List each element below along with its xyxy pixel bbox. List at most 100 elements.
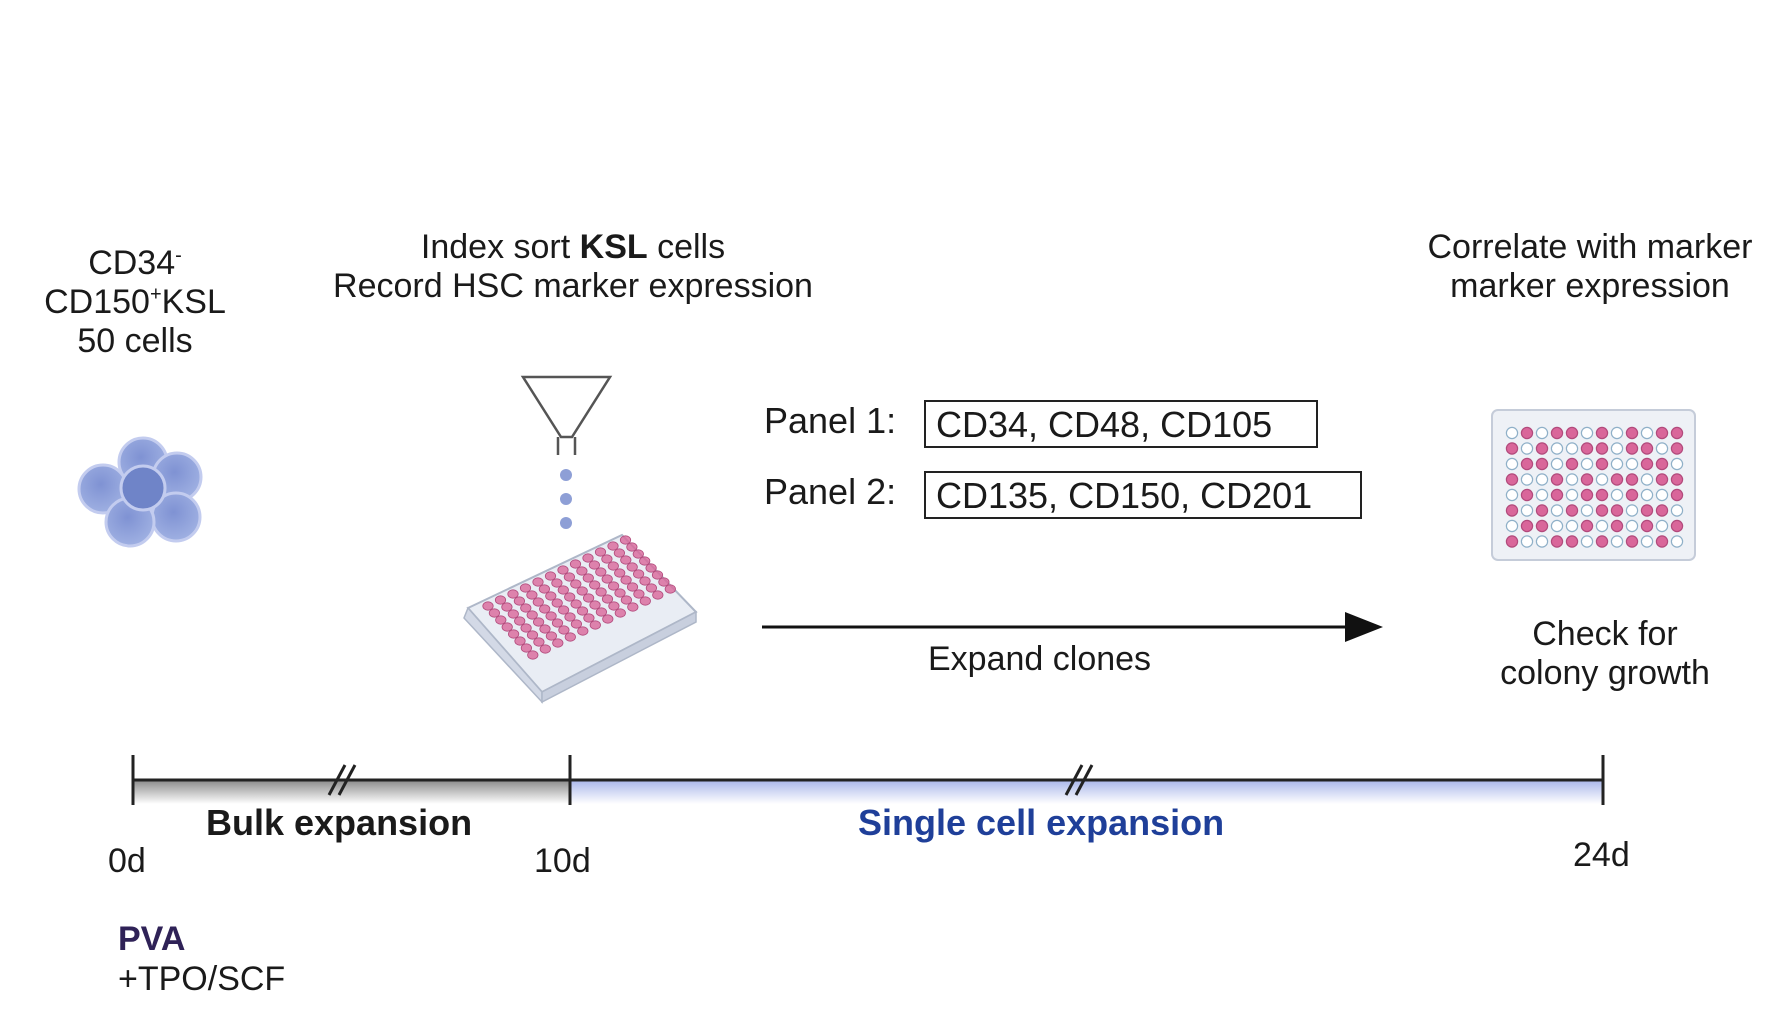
sort-plate-well	[595, 607, 608, 617]
sort-plate-well	[607, 541, 619, 551]
result-well-empty	[1535, 535, 1549, 548]
bulk-expansion-label: Bulk expansion	[206, 802, 473, 843]
sort-plate-well	[614, 588, 626, 598]
check-growth-label: Check for colony growth	[1470, 615, 1740, 693]
sort-plate-well	[557, 585, 569, 595]
sort-plate-well	[614, 568, 626, 578]
result-well-positive	[1505, 442, 1519, 455]
sort-plate-well	[589, 600, 601, 610]
result-well-empty	[1520, 504, 1534, 517]
result-well-positive	[1655, 426, 1669, 440]
result-well-empty	[1670, 535, 1684, 548]
sort-plate-well	[626, 562, 638, 572]
check-line1: Check for	[1532, 615, 1678, 653]
result-well-positive	[1670, 442, 1684, 455]
sort-plate-well	[601, 594, 614, 604]
sort-plate-well	[613, 548, 626, 558]
sort-plate-well	[595, 587, 607, 597]
sort-plate-well	[570, 619, 583, 629]
result-well-empty	[1595, 519, 1609, 533]
sort-plate-well	[501, 602, 513, 612]
result-well-positive	[1655, 504, 1669, 517]
sort-plate-well	[564, 612, 576, 622]
result-well-positive	[1670, 488, 1684, 502]
result-well-positive	[1640, 504, 1654, 517]
sort-plate-well	[494, 595, 507, 605]
index-line1b: cells	[647, 228, 726, 266]
tick-label-mid: 10d	[534, 842, 591, 880]
result-well-empty	[1505, 426, 1519, 440]
sort-plate-well	[594, 547, 607, 557]
sort-plate-well	[576, 586, 588, 596]
sort-plate-well	[564, 632, 576, 642]
result-well-positive	[1670, 519, 1684, 533]
result-well-empty	[1625, 457, 1639, 471]
sort-plate-well	[595, 567, 607, 577]
result-well-empty	[1520, 442, 1534, 455]
cell-cluster-icon	[77, 436, 203, 548]
result-well-positive	[1580, 473, 1594, 486]
medium-name: PVA	[118, 920, 186, 958]
sort-plate-well	[507, 609, 519, 619]
result-well-positive	[1550, 426, 1564, 440]
timeline-axis	[131, 755, 1605, 805]
start-line1: CD34	[88, 244, 176, 282]
sort-plate-well	[544, 571, 557, 581]
sort-plate-well	[557, 565, 569, 575]
sort-plate-well	[545, 591, 557, 601]
sort-plate-well	[601, 574, 613, 584]
result-well-empty	[1655, 519, 1669, 533]
result-well-positive	[1520, 457, 1534, 471]
sort-plate-well	[539, 604, 551, 614]
result-well-positive	[1535, 442, 1549, 455]
sort-plate-well	[538, 584, 551, 594]
result-well-positive	[1505, 535, 1519, 548]
index-sort-label: Index sort KSL cells Record HSC marker e…	[283, 228, 863, 306]
result-well-positive	[1580, 442, 1594, 455]
result-well-positive	[1550, 473, 1564, 486]
sort-plate-well	[607, 581, 620, 591]
result-well-empty	[1565, 442, 1579, 455]
result-well-positive	[1625, 488, 1639, 502]
result-well-empty	[1580, 535, 1594, 548]
result-well-positive	[1655, 535, 1669, 548]
result-well-empty	[1520, 473, 1534, 486]
panel2-label: Panel 2:	[764, 471, 897, 512]
start-line2a: CD150	[44, 283, 150, 322]
result-well-empty	[1550, 504, 1564, 517]
sort-plate-well	[633, 589, 645, 599]
result-well-empty	[1595, 473, 1609, 486]
tick-label-start: 0d	[108, 842, 146, 880]
sort-plate-well	[520, 603, 532, 613]
result-well-positive	[1595, 457, 1609, 471]
result-well-positive	[1655, 473, 1669, 486]
sort-plate-well	[558, 625, 570, 635]
correlate-label: Correlate with marker marker expression	[1395, 228, 1783, 306]
check-line2: colony growth	[1500, 654, 1710, 693]
expand-clones-label: Expand clones	[928, 640, 1152, 678]
sort-plate-well	[551, 578, 563, 588]
panel2-markers-box: CD135, CD150, CD201	[924, 471, 1362, 519]
index-line2: Record HSC marker expression	[333, 267, 813, 306]
sort-plate-well	[545, 631, 558, 641]
sort-plate-well	[639, 576, 651, 586]
result-well-empty	[1535, 473, 1549, 486]
sort-plate-well	[488, 608, 500, 618]
index-line1-bold: KSL	[579, 228, 648, 266]
single-cell-expansion-label: Single cell expansion	[858, 802, 1225, 843]
result-well-positive	[1535, 457, 1549, 471]
result-well-positive	[1595, 442, 1609, 455]
correlate-line2: marker expression	[1450, 267, 1730, 306]
result-well-empty	[1610, 442, 1624, 455]
sort-plate-well	[620, 575, 632, 585]
sort-plate-well	[507, 629, 520, 639]
sort-plate-well	[632, 569, 645, 579]
sort-plate-well	[539, 644, 551, 654]
result-well-empty	[1625, 519, 1639, 533]
start-population-label: CD34- CD150+KSL 50 cells	[20, 244, 250, 361]
sort-plate-well	[527, 650, 539, 660]
sort-plate-well	[576, 566, 588, 576]
result-well-positive	[1625, 473, 1639, 486]
result-well-empty	[1565, 488, 1579, 502]
